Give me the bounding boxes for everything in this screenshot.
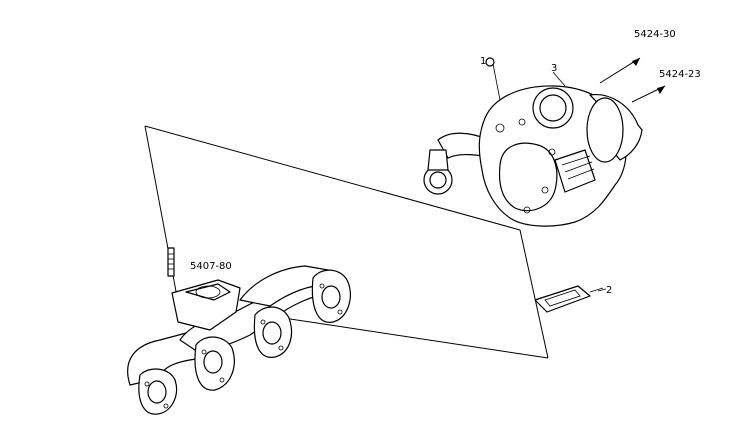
callout-2: 2 bbox=[606, 285, 612, 296]
arrow-head-icon bbox=[657, 86, 665, 94]
stud bbox=[167, 247, 175, 277]
leader-lines bbox=[552, 71, 607, 292]
callout-3: 3 bbox=[551, 63, 557, 74]
ref-5424-23: 5424-23 bbox=[659, 69, 701, 80]
exhaust-manifold bbox=[127, 265, 351, 415]
gasket bbox=[534, 285, 604, 313]
reference-arrows bbox=[599, 57, 666, 103]
ref-5407-80: 5407-80 bbox=[190, 261, 232, 272]
arrow-head-icon bbox=[632, 58, 640, 66]
turbocharger bbox=[423, 85, 643, 227]
nut bbox=[485, 57, 501, 101]
ref-5424-30: 5424-30 bbox=[634, 29, 676, 40]
callout-1: 1 bbox=[480, 56, 486, 67]
